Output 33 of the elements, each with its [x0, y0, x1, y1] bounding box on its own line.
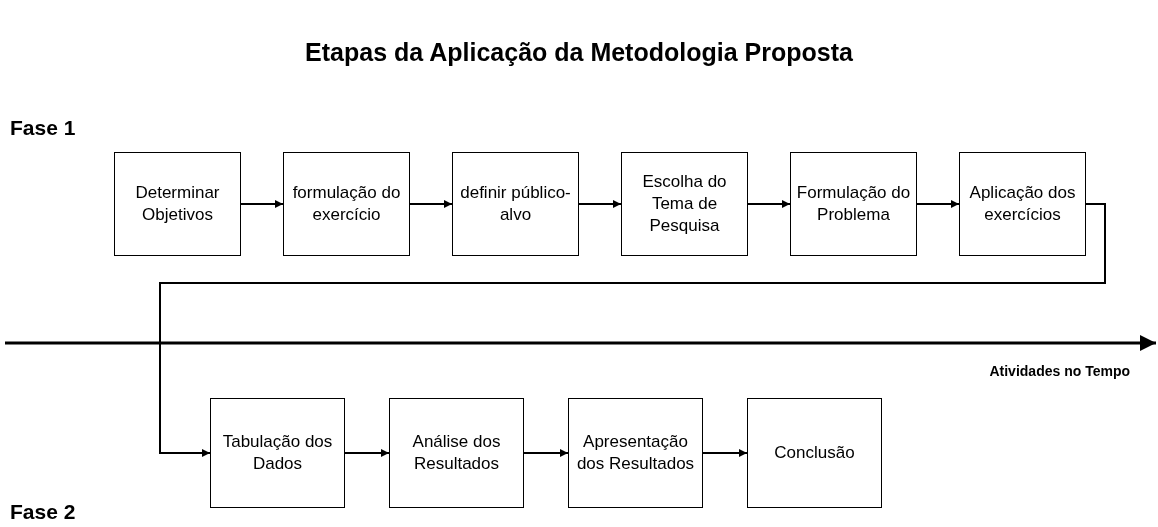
box-label: Aplicação dos exercícios — [968, 182, 1077, 226]
arrow — [409, 200, 453, 208]
box-label: Apresentação dos Resultados — [575, 431, 696, 475]
process-box — [210, 398, 345, 508]
box-label: Determinar Objetivos — [134, 182, 221, 226]
box-label: Conclusão — [774, 442, 855, 464]
annotation-label: Fase 2 — [10, 499, 76, 525]
box-label: Análise dos Resultados — [411, 431, 502, 475]
process-box — [959, 152, 1086, 256]
process-box — [283, 152, 410, 256]
process-box — [747, 398, 882, 508]
arrow — [159, 203, 1106, 457]
arrow — [747, 200, 791, 208]
arrow — [578, 200, 622, 208]
box-label: definir público-alvo — [459, 182, 572, 226]
arrow — [344, 449, 390, 457]
diagram-title: Etapas da Aplicação da Metodologia Proposta — [305, 37, 853, 68]
process-box — [621, 152, 748, 256]
arrow — [523, 449, 569, 457]
process-box — [568, 398, 703, 508]
process-box — [389, 398, 524, 508]
box-label: formulação do exercício — [291, 182, 402, 226]
arrow — [240, 200, 284, 208]
process-box — [114, 152, 241, 256]
box-label: Tabulação dos Dados — [221, 431, 334, 475]
box-label: Escolha do Tema de Pesquisa — [641, 171, 728, 237]
arrow — [916, 200, 960, 208]
box-label: Formulação do Problema — [795, 182, 912, 226]
process-box — [790, 152, 917, 256]
process-box — [452, 152, 579, 256]
arrow — [702, 449, 748, 457]
annotation-label: Fase 1 — [10, 115, 76, 141]
annotation-label: Atividades no Tempo — [989, 362, 1130, 381]
